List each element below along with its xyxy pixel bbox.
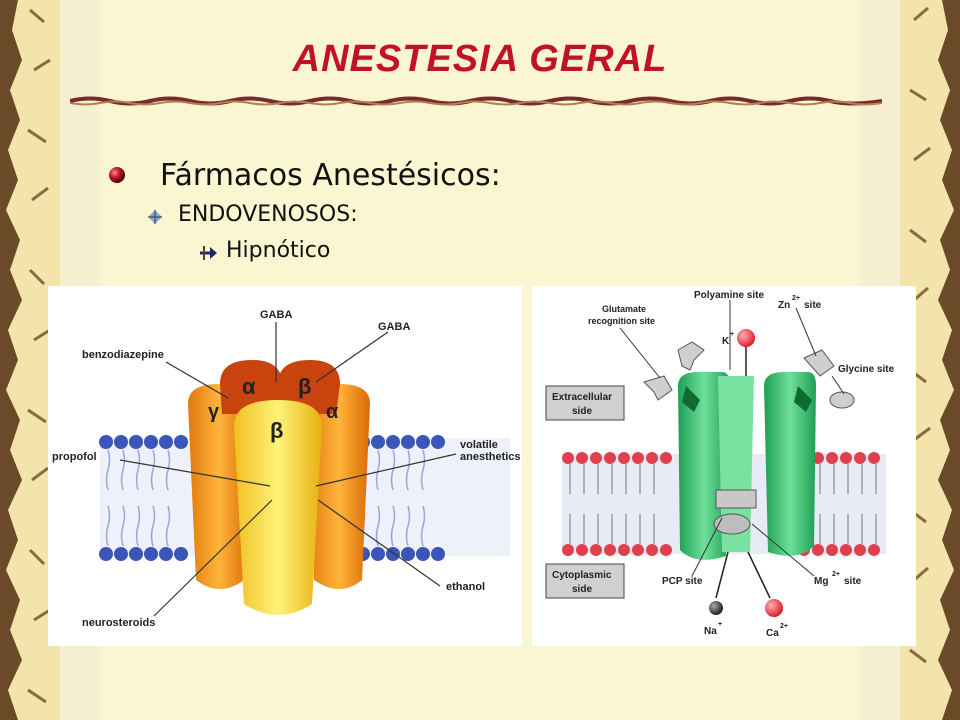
zn-sup: 2+	[792, 295, 800, 302]
glutamate-label-2: recognition site	[588, 316, 655, 326]
ca-ion-sup: 2+	[780, 623, 788, 630]
title-divider	[70, 96, 882, 106]
ca-ion-label: Ca	[766, 628, 779, 639]
propofol-label: propofol	[52, 451, 97, 463]
bullet-level2-text: ENDOVENOSOS:	[178, 202, 358, 227]
mg-label: Mg	[814, 576, 828, 587]
alpha-label-1: α	[242, 374, 256, 399]
gaba-label-right: GABA	[378, 321, 410, 333]
gaba-receptor-figure: α β γ α β GABA GABA benzodiazepine propo…	[48, 286, 522, 646]
extracellular-label-2: side	[572, 406, 592, 417]
cytoplasmic-label-2: side	[572, 584, 592, 595]
gamma-subunit	[188, 384, 250, 589]
bullet-diamond-icon	[148, 210, 162, 224]
anesthetics-label: anesthetics	[460, 451, 521, 463]
gaba-label-top: GABA	[260, 309, 292, 321]
na-ion-sup: +	[718, 621, 722, 628]
volatile-label: volatile	[460, 439, 498, 451]
polyamine-label: Polyamine site	[694, 290, 764, 301]
k-ion-sup: +	[730, 331, 734, 338]
bullet-arrow-icon	[200, 246, 217, 260]
bullet-ball-icon	[109, 167, 125, 183]
neurosteroids-label: neurosteroids	[82, 617, 155, 629]
beta-subunit-center	[234, 400, 322, 615]
zn-site-label: site	[804, 300, 822, 311]
alpha-label-2: α	[326, 401, 339, 423]
beta-label-2: β	[270, 418, 283, 443]
pcp-label: PCP site	[662, 576, 703, 587]
na-ion-label: Na	[704, 626, 717, 637]
slide-title: ANESTESIA GERAL	[292, 38, 668, 80]
ethanol-label: ethanol	[446, 581, 485, 593]
k-ion-label: K	[722, 336, 730, 347]
glutamate-label-1: Glutamate	[602, 304, 646, 314]
glycine-label: Glycine site	[838, 364, 895, 375]
nmda-receptor-figure: Extracellular side Cytoplasmic side Poly…	[532, 286, 916, 646]
zn-label: Zn	[778, 300, 790, 311]
mg-sup: 2+	[832, 571, 840, 578]
bullet-level3-text: Hipnótico	[226, 238, 331, 263]
beta-label-1: β	[298, 374, 311, 399]
bullet-level1-text: Fármacos Anestésicos:	[160, 158, 501, 193]
gamma-label: γ	[208, 401, 220, 423]
benzodiazepine-label: benzodiazepine	[82, 349, 164, 361]
extracellular-label-1: Extracellular	[552, 392, 612, 403]
alpha-subunit-right	[308, 384, 370, 589]
cytoplasmic-label-1: Cytoplasmic	[552, 570, 612, 581]
mg-site-label: site	[844, 576, 862, 587]
